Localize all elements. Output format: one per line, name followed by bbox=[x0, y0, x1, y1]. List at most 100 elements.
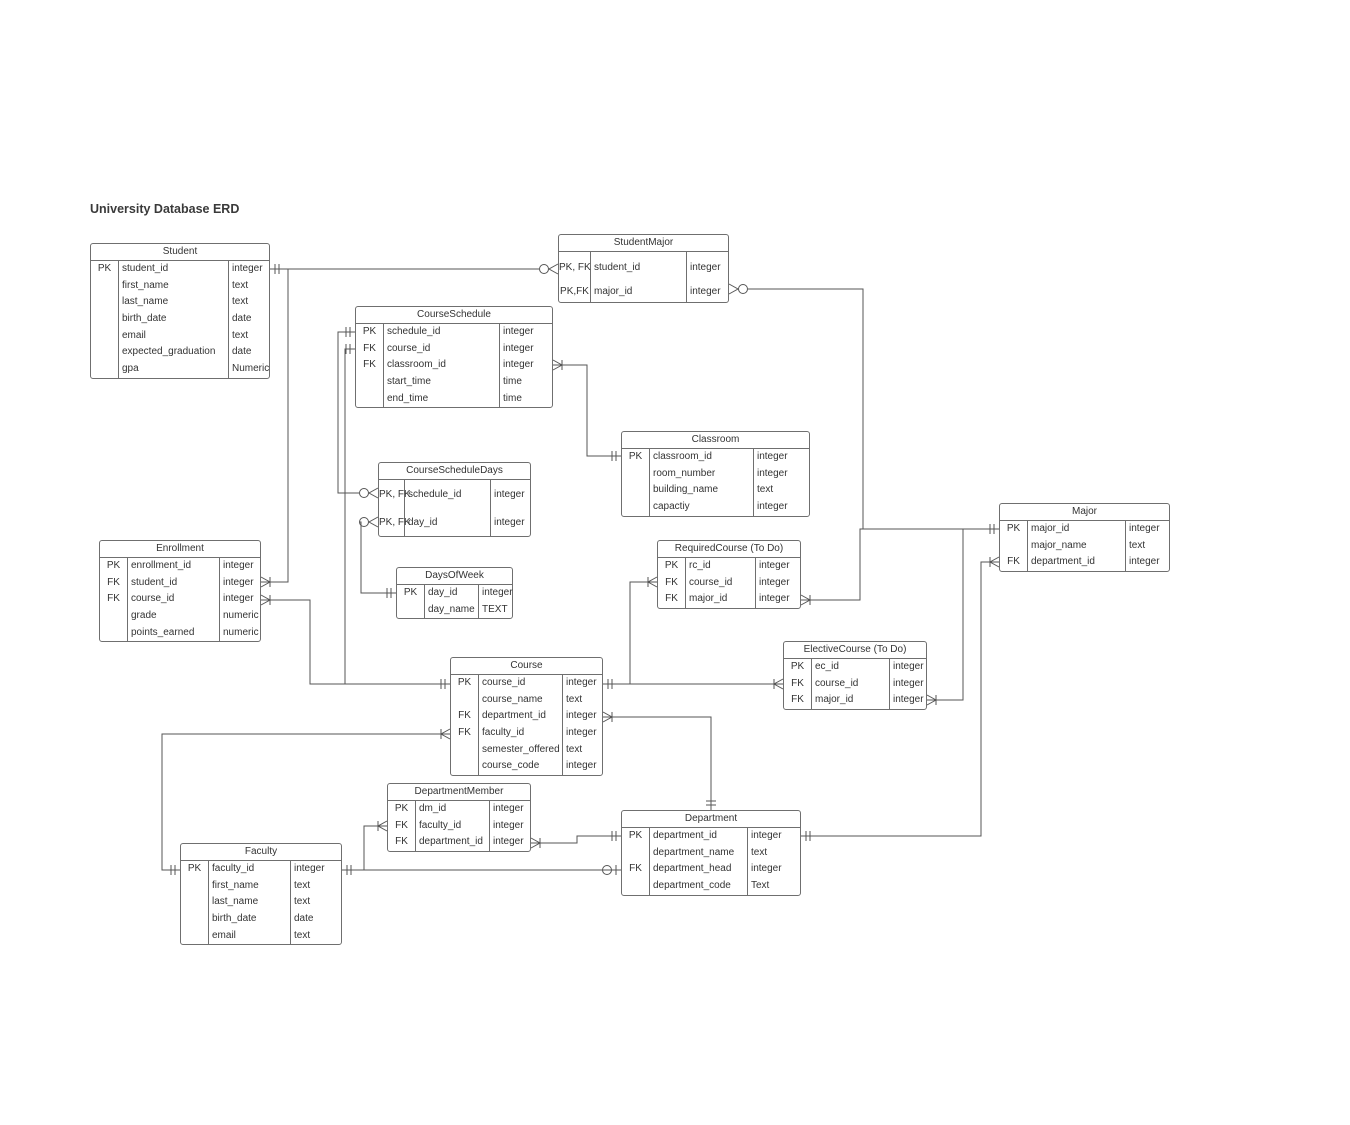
field-name: department_name bbox=[650, 844, 748, 862]
field-name: course_id bbox=[128, 591, 220, 609]
entity-name: Course bbox=[451, 658, 602, 675]
field-name: department_head bbox=[650, 861, 748, 879]
zero-many-marker bbox=[547, 263, 559, 275]
key-marker: FK bbox=[388, 834, 416, 852]
key-marker: PK bbox=[622, 828, 650, 845]
key-marker bbox=[91, 277, 119, 295]
field-type: Text bbox=[751, 880, 770, 892]
relationship-line bbox=[927, 528, 999, 701]
zero-many-marker bbox=[539, 264, 549, 274]
field-name: enrollment_id bbox=[128, 558, 220, 575]
key-marker: PK bbox=[356, 324, 384, 341]
field-name: major_id bbox=[1028, 521, 1126, 538]
many-marker bbox=[926, 694, 938, 706]
key-marker bbox=[451, 691, 479, 709]
entity-name: Student bbox=[91, 244, 269, 261]
key-marker bbox=[622, 482, 650, 500]
field-name: semester_offered bbox=[479, 741, 563, 759]
field-type: integer bbox=[223, 560, 254, 571]
key-marker: PK bbox=[181, 861, 209, 878]
field-name: birth_date bbox=[209, 911, 291, 928]
entity-name: Major bbox=[1000, 504, 1169, 521]
field-name: department_id bbox=[650, 828, 748, 845]
many-marker bbox=[646, 576, 658, 588]
entity-name: StudentMajor bbox=[559, 235, 728, 252]
field-name: student_id bbox=[128, 574, 220, 592]
field-name: grade bbox=[128, 608, 220, 625]
entity-name: CourseSchedule bbox=[356, 307, 552, 324]
field-type: time bbox=[503, 376, 522, 388]
field-type: date bbox=[294, 913, 314, 925]
field-type: integer bbox=[566, 710, 597, 722]
many-marker bbox=[552, 359, 564, 371]
field-name: classroom_id bbox=[384, 357, 500, 375]
field-name: student_id bbox=[591, 252, 687, 282]
key-marker: PK,FK bbox=[559, 282, 591, 302]
key-marker bbox=[91, 311, 119, 328]
field-type: integer bbox=[690, 286, 721, 297]
field-name: day_name bbox=[425, 601, 479, 619]
field-type: text bbox=[232, 329, 249, 341]
key-marker: FK bbox=[100, 574, 128, 592]
field-type: integer bbox=[759, 576, 790, 588]
field-name: major_id bbox=[686, 591, 756, 609]
key-marker: PK bbox=[91, 261, 119, 278]
field-type: text bbox=[294, 879, 311, 891]
field-name: classroom_id bbox=[650, 449, 754, 466]
key-marker bbox=[181, 911, 209, 928]
entity-name: ElectiveCourse (To Do) bbox=[784, 642, 926, 659]
many-marker bbox=[376, 820, 388, 832]
key-marker: FK bbox=[622, 861, 650, 879]
field-type: integer bbox=[751, 830, 782, 841]
key-marker bbox=[100, 624, 128, 642]
many-marker bbox=[439, 728, 451, 740]
relationship-line bbox=[342, 825, 387, 871]
entity-name: Department bbox=[622, 811, 800, 828]
field-type: text bbox=[294, 929, 311, 941]
field-type: integer bbox=[223, 576, 254, 588]
field-type: integer bbox=[893, 677, 924, 689]
key-marker bbox=[397, 601, 425, 619]
field-name: last_name bbox=[119, 294, 229, 312]
field-type: integer bbox=[494, 488, 525, 500]
key-marker bbox=[91, 344, 119, 362]
field-type: text bbox=[294, 896, 311, 908]
key-marker bbox=[100, 608, 128, 625]
field-name: email bbox=[119, 327, 229, 345]
zero-many-marker bbox=[738, 284, 748, 294]
key-marker bbox=[181, 877, 209, 895]
field-type: integer bbox=[232, 263, 263, 274]
field-type: text bbox=[1129, 539, 1146, 551]
